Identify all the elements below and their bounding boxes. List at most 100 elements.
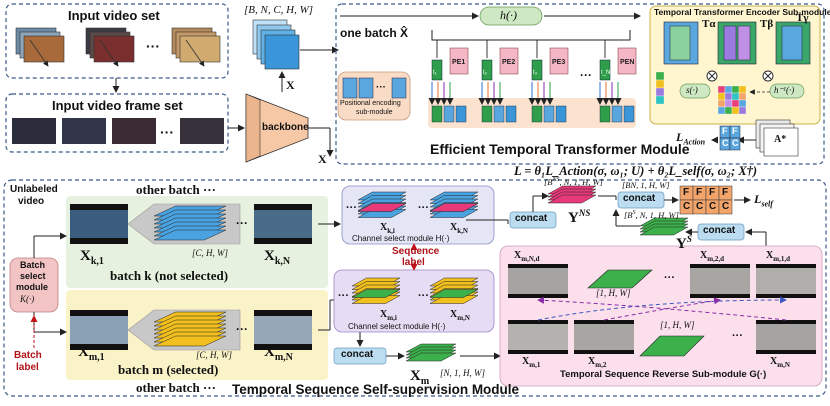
frame-token-b-2: [543, 105, 555, 123]
a-star-label: A*: [774, 134, 787, 145]
xki-sub: k,i: [387, 227, 395, 235]
t-alpha-stack: [663, 21, 699, 65]
xm-big-letter: X: [410, 368, 421, 384]
attn-cell-3-1: [724, 106, 733, 115]
attn-cell-1-3: [738, 92, 747, 101]
rev-m1-sub: m,1: [529, 361, 541, 369]
xkN2-label: Xk,N: [450, 222, 468, 235]
input-video-set-title: Input video set: [68, 8, 160, 23]
yellow-layer-stack-m: [153, 311, 227, 347]
video-stack-2: [85, 27, 135, 67]
rev-m2d-letter: X: [700, 250, 708, 261]
frame-token-a-1: [481, 105, 493, 123]
xkN2-sub: k,N: [457, 227, 468, 235]
input-set-ellipsis: ···: [146, 38, 160, 54]
batch-select-l1: Batch: [20, 260, 46, 270]
bs-shape-b: , N, 1, H, W]: [635, 210, 679, 220]
pe-block-3: [617, 47, 637, 75]
bns-shape-a: [B: [544, 177, 553, 187]
yns-layer-3: [547, 194, 597, 204]
tss-title: Temporal Sequence Self-supervision Modul…: [232, 382, 520, 397]
fc-block-action: [719, 125, 741, 151]
pe-sub-line1: Positional encoding: [340, 100, 401, 107]
other-batch-bottom: other batch ···: [136, 380, 216, 395]
fc-self-c2: C: [696, 201, 704, 212]
rev-mN-sub: m,N: [777, 361, 790, 369]
batch-k-label: batch k (not selected): [110, 268, 229, 283]
pe-block-1: [499, 47, 519, 75]
frame-token-b-0: [443, 105, 455, 123]
tte-title: Temporal Transformer Encoder Sub-module: [654, 7, 830, 17]
s-func-label: s(·): [686, 85, 698, 95]
attn-cell-0-3: [738, 85, 747, 94]
l-self-letter: L: [754, 192, 762, 206]
batch-m-label: batch m (selected): [118, 362, 219, 377]
pe-block-label-1: PE2: [502, 59, 515, 66]
xm1-letter: X: [78, 344, 89, 360]
blue-layer-stack-k: [153, 205, 227, 241]
cs-bot-ellipsis: ···: [338, 290, 349, 302]
channel-select-bottom-label: Channel select module H(·): [348, 322, 446, 331]
rev-plane-top: [587, 269, 653, 289]
attn-cell-2-1: [724, 99, 733, 108]
video-stack-3: [171, 27, 221, 67]
attn-side-2: [655, 87, 665, 97]
xkN2-letter: X: [450, 222, 458, 233]
frame-m1: [70, 310, 128, 350]
l-action-sub: Action: [683, 137, 706, 147]
ys-label: YS: [676, 234, 692, 253]
rev-frame-m2: [574, 320, 634, 354]
concat-bottom-label: concat: [341, 349, 374, 360]
blue-layer-6: [153, 229, 227, 241]
rev-m2d-sub: m,2,d: [707, 255, 724, 263]
t-beta-label: Tβ: [760, 18, 774, 30]
input-video-set-box: [5, 3, 229, 79]
one-batch-label: one batch X̂: [340, 26, 409, 40]
h-func-box: [479, 6, 543, 26]
bs-shape: [BS, N, 1, H, W]: [624, 210, 679, 220]
etm-box: [335, 3, 825, 165]
shape-top: [B, N, C, H, W]: [244, 4, 314, 16]
h-inv-label: h⁻¹(·): [774, 85, 795, 95]
pe-ellipsis: ···: [376, 82, 386, 93]
bns-shape: [BNS, N, 1, H, W]: [544, 177, 603, 187]
cs-bot-b-sel: [429, 289, 479, 298]
backbone-label: backbone: [262, 122, 309, 133]
frame-token-c-3: [623, 105, 635, 123]
s-func-box: [679, 83, 711, 99]
bns-shape-b: , N, 1, H, W]: [559, 177, 603, 187]
t-gamma-stack: [775, 21, 811, 65]
frame-kN: [254, 204, 312, 244]
xmN2-letter: X: [450, 309, 458, 320]
cs-top-b-sel: [429, 203, 479, 212]
cs-top-ellipsis: ···: [346, 202, 357, 214]
ys-layer-3: [639, 226, 689, 236]
xmN2-label: Xm,N: [450, 309, 470, 322]
frame-token-c-0: [455, 105, 467, 123]
concat-right-label: concat: [703, 225, 736, 236]
batch-select-l2: select: [20, 271, 46, 281]
t-beta-stack: [717, 21, 757, 65]
yns-stack: [547, 185, 597, 204]
attn-cell-2-2: [731, 99, 740, 108]
video-stack-1: [15, 27, 65, 67]
frame-token-a-2: [531, 105, 543, 123]
frame-strip: [12, 118, 224, 144]
token-label-1: t₂: [483, 70, 488, 76]
chw-k: [C, H, W]: [192, 248, 229, 258]
reverse-title: Temporal Sequence Reverse Sub-module G(·…: [560, 369, 767, 380]
tss-box: [3, 179, 827, 397]
l-action-label: LAction: [676, 130, 705, 146]
k-ellipsis: ···: [236, 216, 248, 230]
attn-side-0: [655, 71, 665, 81]
yns-sup: NS: [578, 208, 591, 218]
xmi-label: Xm,i: [380, 309, 397, 322]
seq-label-l2: label: [402, 257, 425, 268]
chw-m: [C, H, W]: [196, 350, 233, 360]
rev-m2d-label: Xm,2,d: [700, 250, 724, 263]
attention-grid: [655, 71, 747, 115]
ys-sup: S: [686, 234, 692, 244]
fc-block-self: [679, 185, 733, 215]
attn-side-3: [655, 95, 665, 105]
fc-self-f1: F: [683, 187, 690, 198]
